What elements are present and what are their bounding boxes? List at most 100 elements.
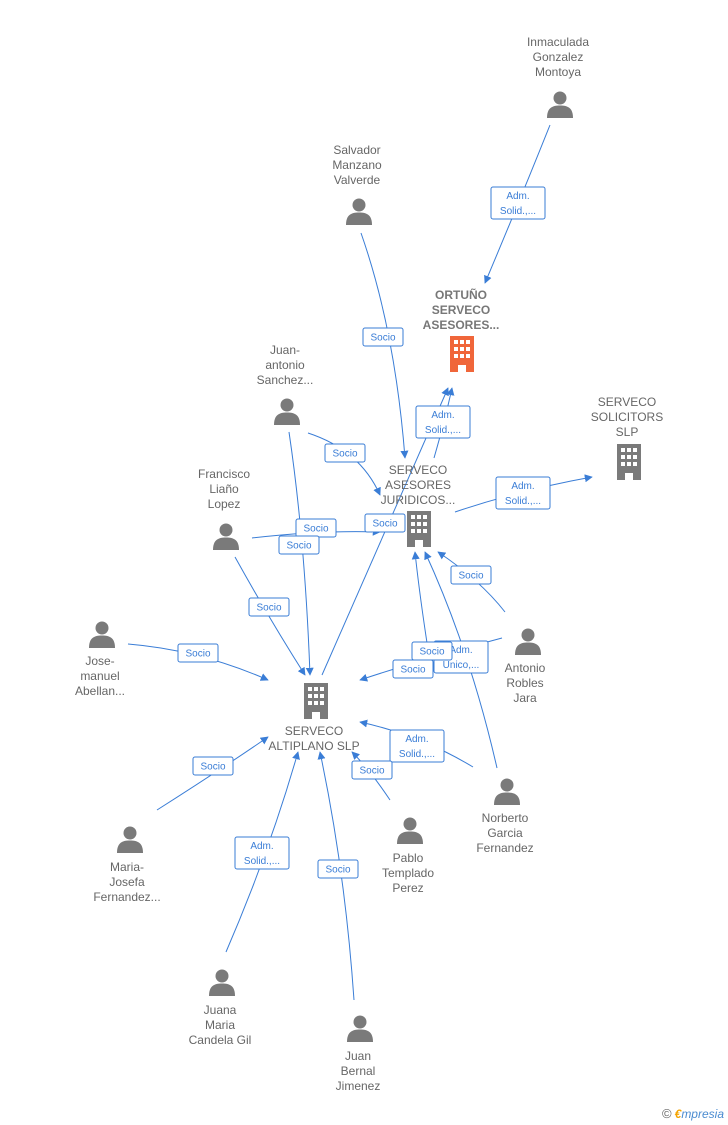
- node-label-line: Jose-: [85, 654, 114, 668]
- relation-label-text: Socio: [200, 762, 225, 773]
- relation-label-juridicos-ortuno[interactable]: Adm.Solid.,...: [415, 405, 471, 439]
- relation-label-text: Socio: [370, 333, 395, 344]
- relation-label-pablo-juridicos[interactable]: Socio: [392, 659, 434, 679]
- node-label-line: SERVECO: [598, 395, 656, 409]
- relation-label-text: Socio: [400, 665, 425, 676]
- relation-label-salvador-juridicos[interactable]: Socio: [362, 327, 404, 347]
- node-label-line: Juan: [345, 1049, 371, 1063]
- relation-label-box: [177, 643, 219, 663]
- person-icon: [89, 621, 115, 648]
- relation-label-antonio-altiplano[interactable]: Socio: [411, 641, 453, 661]
- relation-label-box: [450, 565, 492, 585]
- node-juanantonio[interactable]: Juan-antonioSanchez...: [257, 343, 314, 425]
- relation-label-inmaculada-ortuno[interactable]: Adm.Solid.,...: [490, 186, 546, 220]
- node-label-line: Antonio: [505, 661, 546, 675]
- person-icon: [117, 826, 143, 853]
- node-label-line: Manzano: [332, 158, 382, 172]
- node-label-line: Maria-: [110, 860, 144, 874]
- node-label-line: Perez: [392, 881, 423, 895]
- relation-label-text: Adm.: [511, 481, 534, 492]
- node-mariajosefa[interactable]: Maria-JosefaFernandez...: [93, 826, 161, 905]
- relation-label-text: Adm.: [449, 645, 472, 656]
- edge-francisco-to-altiplano: [234, 556, 306, 676]
- node-label-line: Pablo: [393, 851, 424, 865]
- relation-label-text: Socio: [419, 647, 444, 658]
- person-icon: [515, 628, 541, 655]
- person-icon: [347, 1015, 373, 1042]
- relation-label-juanantonio-juridicos[interactable]: Socio: [324, 443, 366, 463]
- node-label-line: ORTUÑO: [435, 287, 487, 302]
- node-label-line: ALTIPLANO SLP: [268, 739, 359, 753]
- relation-label-francisco-juridicos[interactable]: Socio: [295, 518, 337, 538]
- node-label-line: Sanchez...: [257, 373, 314, 387]
- nodes-layer: InmaculadaGonzalezMontoyaSalvadorManzano…: [75, 35, 663, 1093]
- relation-label-box: [362, 327, 404, 347]
- node-label-line: Fernandez: [476, 841, 533, 855]
- node-label-line: SLP: [616, 425, 639, 439]
- relation-label-norberto-altiplano[interactable]: Adm. Solid.,...: [389, 729, 445, 763]
- node-label-line: Inmaculada: [527, 35, 589, 49]
- relation-label-juanbernal-altiplano[interactable]: Socio: [317, 859, 359, 879]
- edges-layer: [127, 124, 593, 1001]
- relation-label-mariajosefa-altiplano[interactable]: Socio: [192, 756, 234, 776]
- brand-name: mpresia: [681, 1107, 724, 1121]
- node-label-line: SERVECO: [389, 463, 447, 477]
- relation-label-text: Adm.: [405, 734, 428, 745]
- relation-label-box: [392, 659, 434, 679]
- node-label-line: Norberto: [482, 811, 529, 825]
- node-label-line: SERVECO: [432, 303, 490, 317]
- node-label-line: Maria: [205, 1018, 235, 1032]
- relation-label-text: Adm.: [431, 410, 454, 421]
- person-icon: [397, 817, 423, 844]
- relation-label-text: Socio: [372, 519, 397, 530]
- building-icon: [450, 336, 474, 372]
- node-ortuno[interactable]: ORTUÑOSERVECOASESORES...: [423, 287, 500, 372]
- node-label-line: antonio: [265, 358, 305, 372]
- relation-label-juana-altiplano[interactable]: Adm.Solid.,...: [234, 836, 290, 870]
- relation-label-altiplano-ortuno[interactable]: Socio: [364, 513, 406, 533]
- relation-label-antonio-juridicos[interactable]: Socio: [450, 565, 492, 585]
- relation-label-box: [495, 476, 551, 510]
- relation-label-text: Solid.,...: [399, 749, 435, 760]
- node-label-line: Jara: [513, 691, 537, 705]
- relation-label-josemanuel-altiplano[interactable]: Socio: [177, 643, 219, 663]
- node-juridicos[interactable]: SERVECOASESORESJURIDICOS...: [381, 463, 456, 547]
- node-josemanuel[interactable]: Jose-manuelAbellan...: [75, 621, 125, 699]
- person-icon: [494, 778, 520, 805]
- node-label-line: Liaño: [209, 482, 239, 496]
- building-icon: [617, 444, 641, 480]
- edge-juanantonio-to-juridicos: [307, 432, 381, 496]
- relation-label-text: Solid.,...: [505, 496, 541, 507]
- node-label-line: Abellan...: [75, 684, 125, 698]
- relation-label-box: [490, 186, 546, 220]
- node-label-line: SOLICITORS: [591, 410, 663, 424]
- node-label-line: Montoya: [535, 65, 581, 79]
- node-label-line: Lopez: [208, 497, 241, 511]
- relation-label-juridicos-solicitors[interactable]: Adm. Solid.,...: [495, 476, 551, 510]
- relation-label-text: Socio: [286, 541, 311, 552]
- relation-label-box: [324, 443, 366, 463]
- relation-label-box: [415, 405, 471, 439]
- relation-label-juanantonio-altiplano[interactable]: Socio: [278, 535, 320, 555]
- relation-labels-layer: Adm.Solid.,...SocioAdm.Solid.,...Adm.Sol…: [177, 186, 551, 879]
- person-icon: [274, 398, 300, 425]
- node-label-line: SERVECO: [285, 724, 343, 738]
- relation-label-francisco-altiplano[interactable]: Socio: [248, 597, 290, 617]
- relation-label-box: [192, 756, 234, 776]
- person-icon: [213, 523, 239, 550]
- relation-label-text: Solid.,...: [500, 206, 536, 217]
- relation-label-pablo-altiplano[interactable]: Socio: [351, 760, 393, 780]
- node-label-line: Robles: [506, 676, 543, 690]
- person-icon: [547, 91, 573, 118]
